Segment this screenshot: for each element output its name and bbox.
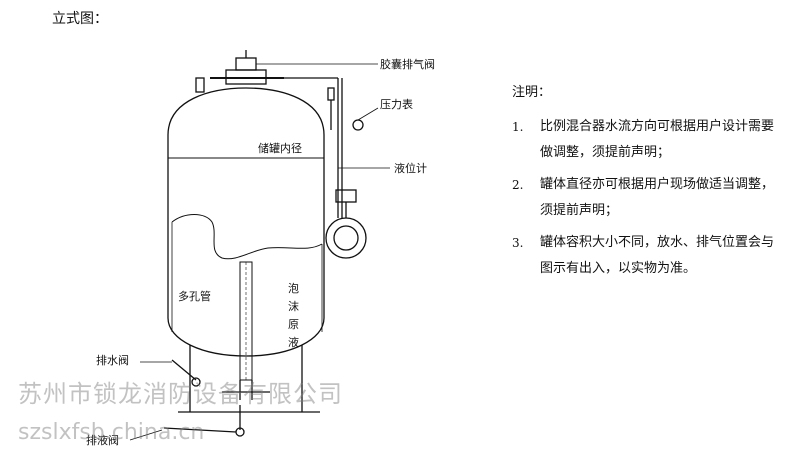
tank-shell [167, 87, 325, 357]
bladder-vent-valve-label: 胶囊排气阀 [380, 57, 435, 71]
note-item: 2. 罐体直径亦可根据用户现场做适当调整，须提前声明； [512, 172, 782, 224]
note-text: 罐体容积大小不同，放水、排气位置会与图示有出入，以实物为准。 [540, 235, 775, 276]
note-text: 比例混合器水流方向可根据用户设计需要做调整，须提前声明； [540, 119, 775, 160]
level-gauge-label: 液位计 [394, 161, 427, 175]
level-gauge-ring [325, 217, 367, 259]
perforated-pipe-label: 多孔管 [178, 289, 211, 303]
foam-label-char-2: 沫 [288, 300, 299, 313]
liquid-surface [171, 214, 323, 260]
notes-panel: 注明： 1. 比例混合器水流方向可根据用户设计需要做调整，须提前声明； 2. 罐… [512, 80, 782, 288]
foam-label-char-4: 液 [288, 335, 299, 349]
page-title: 立式图： [52, 11, 108, 27]
note-item: 3. 罐体容积大小不同，放水、排气位置会与图示有出入，以实物为准。 [512, 230, 782, 282]
note-number: 2. [512, 178, 524, 192]
pressure-gauge-label: 压力表 [380, 97, 413, 111]
note-number: 1. [512, 120, 524, 134]
pressure-gauge-body [327, 87, 335, 101]
watermark-url: szslxfsb.china.cn [18, 420, 205, 445]
note-text: 罐体直径亦可根据用户现场做适当调整，须提前声明； [540, 177, 775, 218]
tank-diagram: 胶囊排气阀 压力表 储罐内径 液位计 多孔管 泡 沫 原 液 排水阀 排液阀 [86, 50, 435, 447]
note-number: 3. [512, 236, 524, 250]
foam-label-char-1: 泡 [288, 281, 299, 295]
vent-valve-body [235, 57, 257, 71]
drain-valve-body [191, 377, 201, 387]
note-item: 1. 比例混合器水流方向可根据用户设计需要做调整，须提前声明； [512, 114, 782, 166]
tank-inner-diameter-label: 储罐内径 [258, 141, 302, 155]
notes-heading: 注明： [512, 85, 552, 100]
drain-valve-label: 排水阀 [96, 353, 129, 367]
foam-label-char-3: 原 [288, 318, 299, 331]
liquid-drain-valve-label: 排液阀 [86, 433, 119, 447]
watermark-company: 苏州市锁龙消防设备有限公司 [18, 380, 343, 408]
